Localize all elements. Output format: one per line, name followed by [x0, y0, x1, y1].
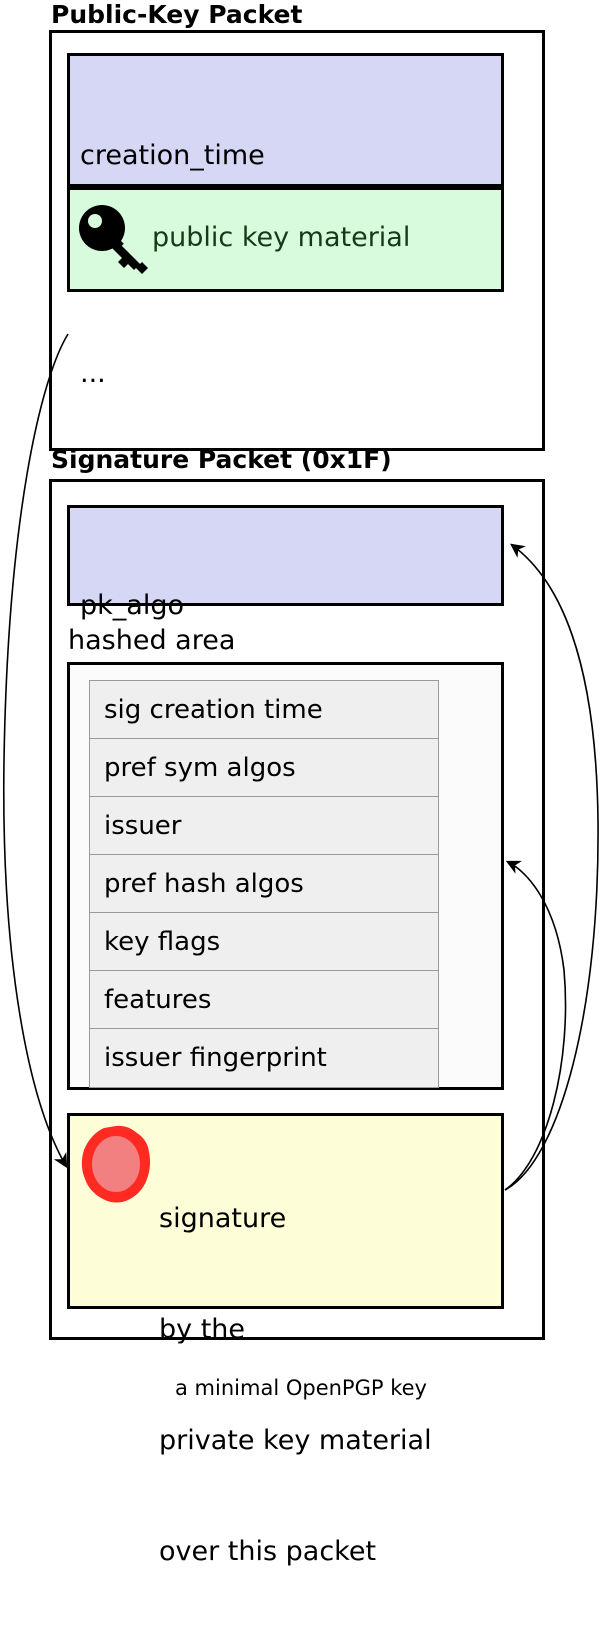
signature-line: signature: [159, 1203, 287, 1234]
list-item: sig creation time: [90, 681, 438, 739]
field-pk-algo: pk_algo: [80, 590, 184, 621]
field-creation-time: creation_time: [80, 140, 265, 171]
list-item: issuer fingerprint: [90, 1029, 438, 1087]
signature-line: private key material: [159, 1425, 432, 1456]
list-item: issuer: [90, 797, 438, 855]
list-item: pref sym algos: [90, 739, 438, 797]
public-key-material-label: public key material: [152, 222, 411, 253]
signature-packet-title: Signature Packet (0x1F): [51, 445, 392, 474]
key-icon: [79, 205, 148, 274]
diagram-caption: a minimal OpenPGP key: [175, 1376, 427, 1400]
signature-line: by the: [159, 1314, 246, 1345]
signature-header-box: [67, 505, 504, 606]
subpacket-list: sig creation time pref sym algos issuer …: [89, 680, 439, 1088]
list-item: key flags: [90, 913, 438, 971]
openpgp-key-diagram: Public-Key Packet creation_time pk_algo …: [2, 0, 599, 1567]
wax-seal-icon: [81, 1125, 151, 1203]
list-item: features: [90, 971, 438, 1029]
hashed-area-label: hashed area: [68, 625, 236, 656]
public-key-header-box: [67, 53, 504, 187]
public-key-packet-title: Public-Key Packet: [51, 0, 303, 29]
field-ellipsis: ...: [80, 358, 106, 389]
signature-line: over this packet: [159, 1536, 377, 1567]
public-key-material-box: [67, 187, 504, 292]
list-item: pref hash algos: [90, 855, 438, 913]
